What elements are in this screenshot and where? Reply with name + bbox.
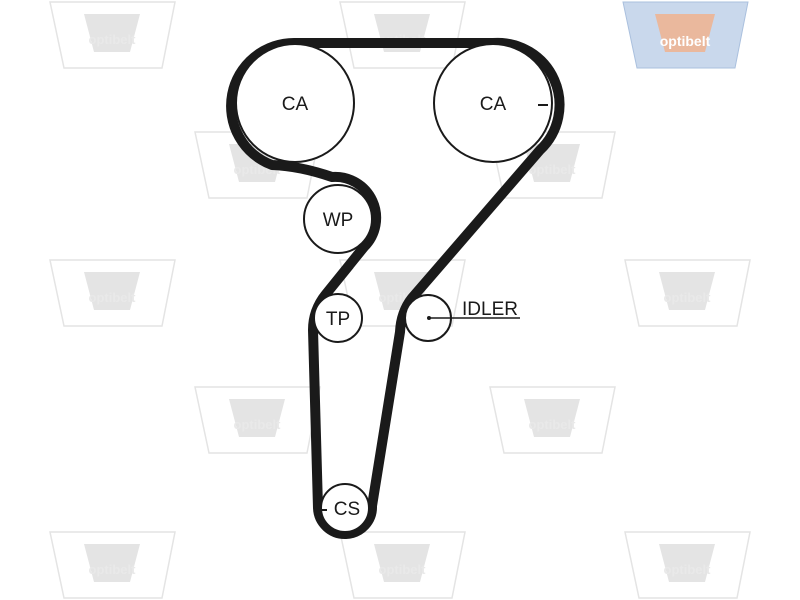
ca-left-pulley	[235, 43, 355, 163]
optibelt-watermark: optibelt	[339, 1, 466, 69]
optibelt-watermark: optibelt	[194, 386, 321, 454]
svg-text:optibelt: optibelt	[89, 562, 137, 577]
svg-text:optibelt: optibelt	[664, 562, 712, 577]
svg-text:optibelt: optibelt	[660, 33, 711, 49]
tp-label: TP	[326, 309, 350, 330]
wp-label: WP	[323, 210, 354, 231]
ca-right-pulley	[433, 43, 553, 163]
optibelt-watermark: optibelt	[49, 1, 176, 69]
optibelt-watermark: optibelt	[624, 531, 751, 599]
svg-text:optibelt: optibelt	[664, 290, 712, 305]
watermark-layer: optibelt optibelt optibelt optibelt opti…	[49, 1, 751, 599]
cs-pulley	[320, 483, 370, 533]
tp-pulley	[313, 293, 363, 343]
optibelt-watermark: optibelt	[624, 259, 751, 327]
optibelt-watermark: optibelt	[49, 531, 176, 599]
cs-label: CS	[334, 499, 360, 520]
idler-label: IDLER	[462, 299, 518, 320]
wp-pulley	[303, 184, 373, 254]
svg-text:optibelt: optibelt	[234, 417, 282, 432]
svg-text:optibelt: optibelt	[529, 417, 577, 432]
svg-text:optibelt: optibelt	[89, 290, 137, 305]
svg-text:optibelt: optibelt	[89, 32, 137, 47]
optibelt-watermark: optibelt	[489, 386, 616, 454]
svg-text:optibelt: optibelt	[379, 562, 427, 577]
svg-text:optibelt: optibelt	[529, 162, 577, 177]
optibelt-watermark: optibelt	[339, 531, 466, 599]
optibelt-watermark: optibelt	[49, 259, 176, 327]
ca-left-label: CA	[282, 94, 309, 115]
ca-right-label: CA	[480, 94, 507, 115]
brand-logo: optibelt	[622, 1, 749, 69]
